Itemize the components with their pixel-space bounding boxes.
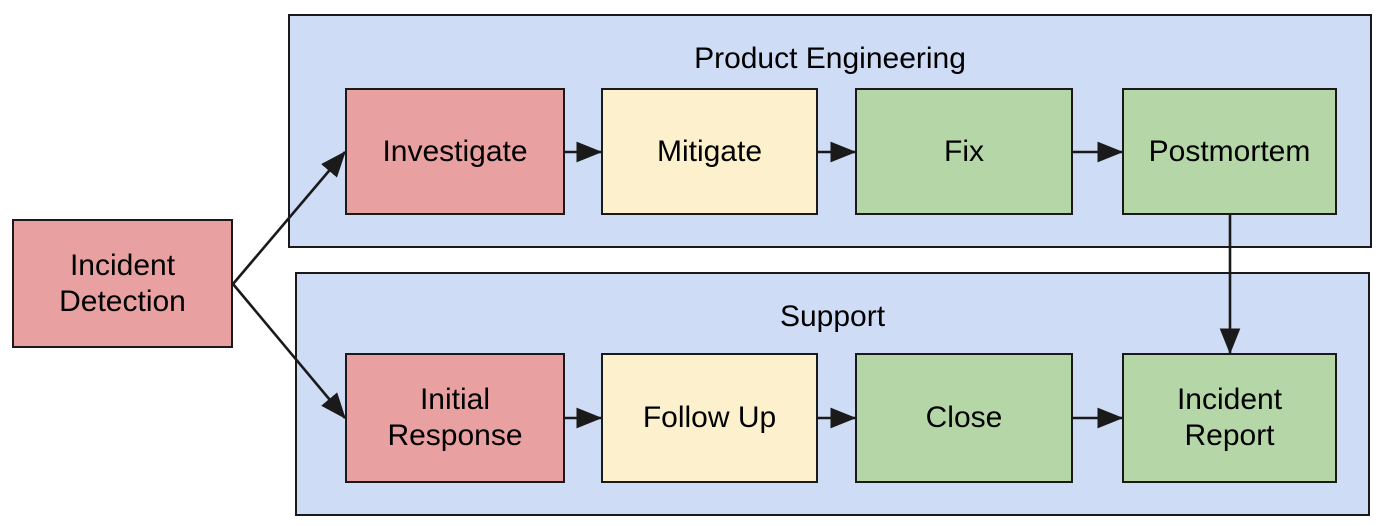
node-fix[interactable]: Fix [855, 88, 1073, 215]
node-label: Postmortem [1148, 134, 1311, 168]
node-label: Mitigate [656, 134, 763, 168]
node-label: Close [925, 401, 1003, 434]
node-label: Investigate [382, 134, 528, 168]
swimlane-title-support: Support [779, 300, 886, 333]
node-follow-up[interactable]: Follow Up [601, 353, 818, 483]
node-incident-detection[interactable]: Incident Detection [12, 219, 233, 348]
node-label: Incident Report [1176, 383, 1283, 452]
node-investigate[interactable]: Investigate [345, 88, 565, 215]
node-mitigate[interactable]: Mitigate [601, 88, 818, 215]
node-label: Fix [944, 134, 984, 168]
swimlane-title-product-engineering: Product Engineering [694, 42, 966, 75]
node-close[interactable]: Close [855, 353, 1073, 483]
node-label: Incident Detection [59, 248, 186, 318]
node-postmortem[interactable]: Postmortem [1122, 88, 1337, 215]
node-incident-report[interactable]: Incident Report [1122, 353, 1337, 483]
node-initial-response[interactable]: Initial Response [345, 353, 565, 483]
node-label: Follow Up [642, 401, 777, 434]
node-label: Initial Response [387, 383, 523, 452]
